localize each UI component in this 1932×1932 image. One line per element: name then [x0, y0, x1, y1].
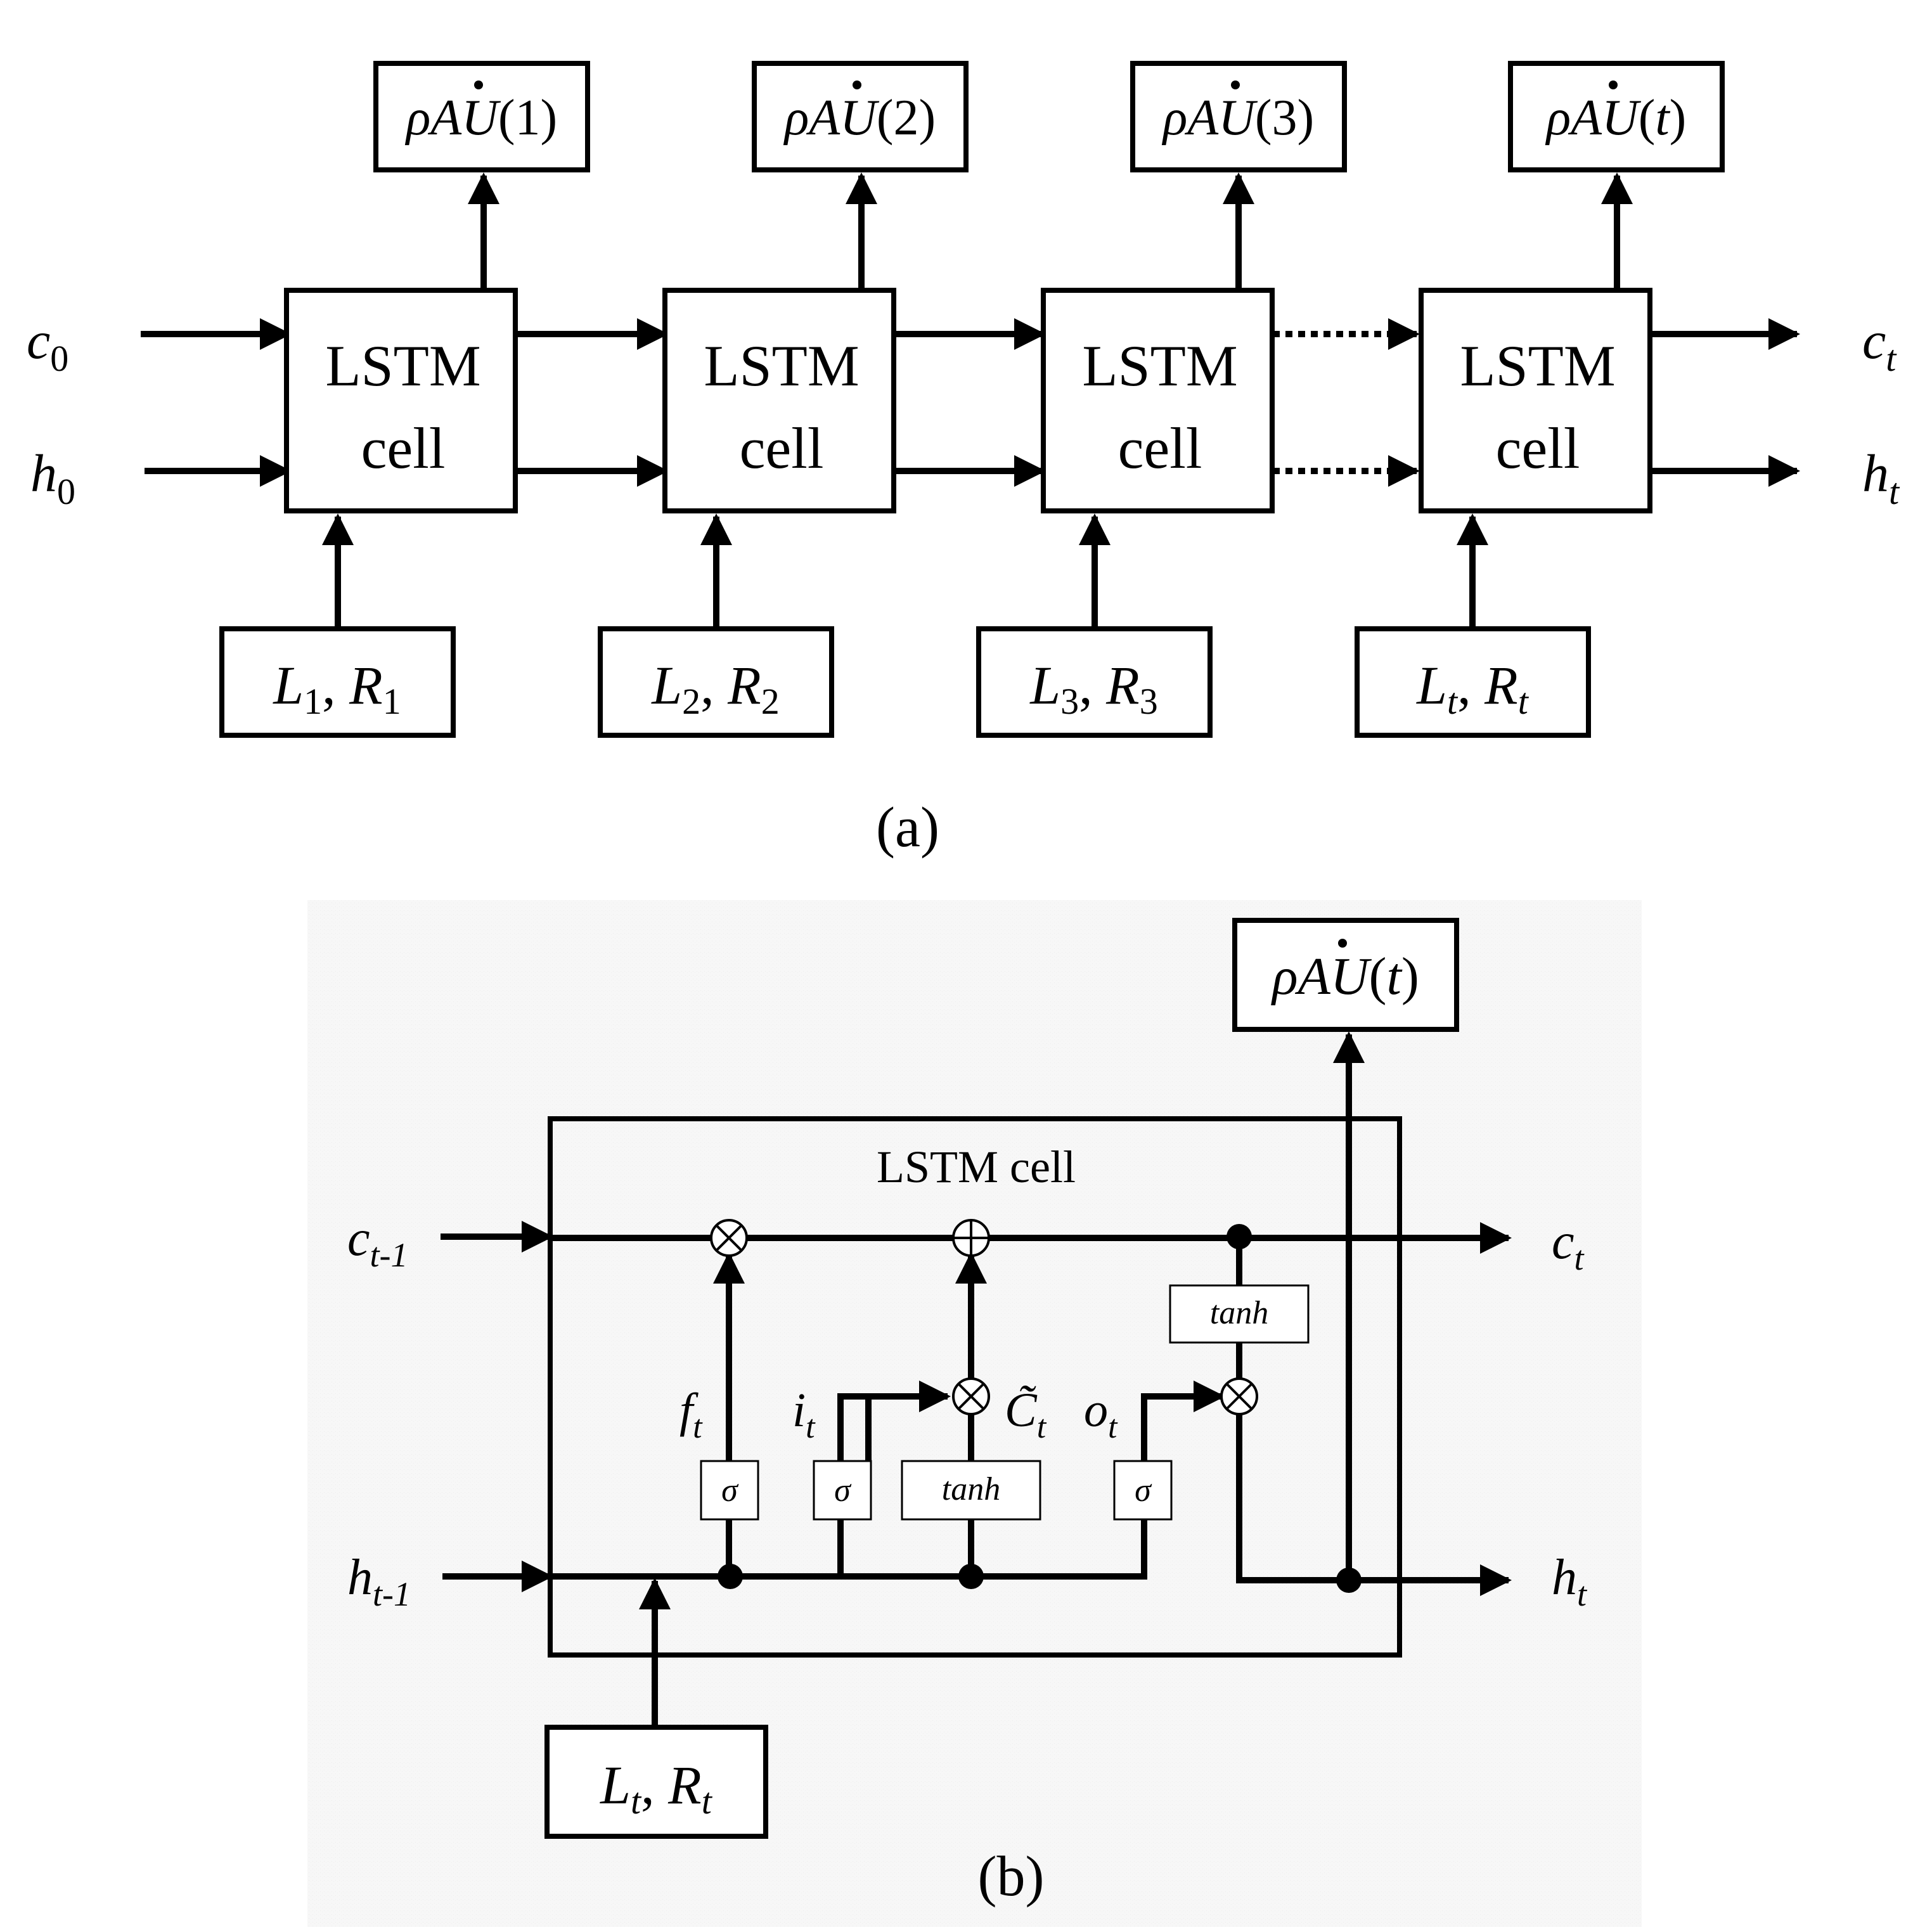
- input-sigma-box: σ: [813, 1460, 872, 1521]
- panel-b: LSTM cell ct-1 ht-1 ct ht: [307, 900, 1642, 1927]
- output-gate-path: [1141, 1381, 1225, 1461]
- cell-tanh-box: tanh: [1169, 1284, 1310, 1344]
- output-multiply-op: [1220, 1377, 1258, 1415]
- output-box-1: ρAU(1): [373, 61, 590, 172]
- candidate-tanh-box: tanh: [901, 1460, 1041, 1521]
- input-multiply-op: [952, 1377, 990, 1415]
- panel-a: c0 h0 ct ht LSTM cell LSTM cell LS: [27, 61, 1900, 859]
- junction-forget: [718, 1564, 743, 1589]
- svg-text:cell: cell: [740, 416, 824, 480]
- input-box-2: L2, R2: [598, 626, 834, 738]
- input-box-b: Lt, Rt: [544, 1725, 768, 1839]
- svg-text:tanh: tanh: [1210, 1295, 1268, 1331]
- input-gate-path-up: [865, 1381, 951, 1461]
- input-box-1: L1, R1: [219, 626, 456, 738]
- lstm-cell-1: LSTM cell: [284, 288, 518, 513]
- junction-cell-state: [1227, 1224, 1252, 1249]
- input-box-3: L3, R3: [976, 626, 1213, 738]
- svg-text:tanh: tanh: [942, 1471, 1000, 1507]
- ht-path: [1236, 1410, 1349, 1583]
- c0-label: c0: [27, 311, 68, 379]
- svg-text:cell: cell: [361, 416, 446, 480]
- svg-text:L1, R1: L1, R1: [272, 655, 401, 722]
- svg-text:L3, R3: L3, R3: [1029, 655, 1157, 722]
- ct-label: ct: [1862, 311, 1897, 379]
- h-out-label: ht: [1552, 1550, 1588, 1613]
- output-box-t: ρAU(t): [1508, 61, 1725, 172]
- output-box-b: ρAU(t): [1232, 918, 1459, 1032]
- h-prev-label: ht-1: [347, 1550, 411, 1613]
- forget-gate-label: ft: [679, 1384, 703, 1445]
- lstm-cell-t: LSTM cell: [1419, 288, 1652, 513]
- svg-text:σ: σ: [834, 1472, 852, 1509]
- panel-b-caption: (b): [978, 1845, 1045, 1908]
- svg-text:ρAU(2): ρAU(2): [783, 90, 936, 146]
- lstm-cell-2: LSTM cell: [662, 288, 896, 513]
- svg-text:σ: σ: [721, 1472, 739, 1509]
- input-gate-label: it: [792, 1384, 816, 1445]
- svg-text:LSTM: LSTM: [704, 333, 859, 398]
- candidate-label: C̃t: [1005, 1384, 1047, 1445]
- svg-text:L2, R2: L2, R2: [650, 655, 779, 722]
- output-box-3: ρAU(3): [1130, 61, 1347, 172]
- lstm-cell-outline: [548, 1116, 1402, 1658]
- output-box-2: ρAU(2): [752, 61, 969, 172]
- output-sigma-box: σ: [1113, 1460, 1173, 1521]
- svg-text:ρAU(t): ρAU(t): [1545, 90, 1687, 146]
- svg-text:ρAU(3): ρAU(3): [1161, 90, 1314, 146]
- forget-multiply-op: [710, 1219, 748, 1257]
- svg-text:LSTM: LSTM: [1082, 333, 1237, 398]
- svg-text:Lt, Rt: Lt, Rt: [599, 1755, 713, 1822]
- svg-text:cell: cell: [1118, 416, 1202, 480]
- svg-text:LSTM: LSTM: [325, 333, 480, 398]
- svg-text:σ: σ: [1135, 1472, 1152, 1509]
- svg-text:Lt, Rt: Lt, Rt: [1415, 655, 1530, 722]
- panel-a-caption: (a): [876, 796, 939, 859]
- forget-sigma-box: σ: [700, 1460, 759, 1521]
- c-prev-label: ct-1: [347, 1211, 408, 1274]
- svg-text:cell: cell: [1496, 416, 1580, 480]
- svg-text:ρAU(1): ρAU(1): [404, 90, 557, 146]
- lstm-cell-3: LSTM cell: [1041, 288, 1275, 513]
- svg-text:LSTM: LSTM: [1460, 333, 1615, 398]
- lstm-cell-title: LSTM cell: [877, 1142, 1076, 1192]
- c-out-label: ct: [1552, 1214, 1585, 1277]
- output-gate-label: ot: [1084, 1384, 1118, 1445]
- h0-label: h0: [30, 444, 75, 512]
- junction-candidate: [958, 1564, 984, 1589]
- input-box-t: Lt, Rt: [1355, 626, 1591, 738]
- svg-text:ρAU(t): ρAU(t): [1270, 947, 1419, 1006]
- cell-add-op: [952, 1219, 990, 1257]
- ht-label: ht: [1862, 444, 1900, 512]
